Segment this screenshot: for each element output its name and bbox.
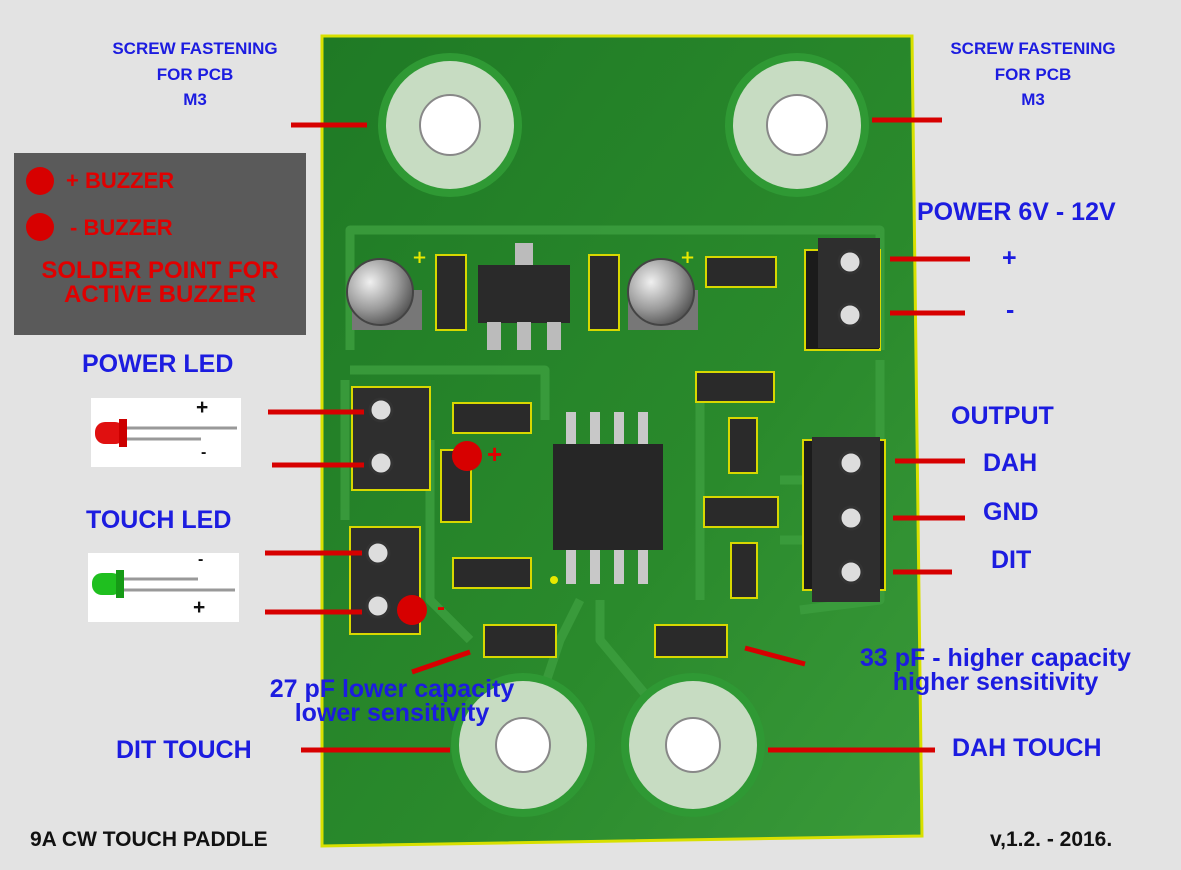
ic-chip — [550, 412, 663, 584]
output-title: OUTPUT — [951, 402, 1054, 430]
cap-right-note: 33 pF - higher capacity higher sensitivi… — [860, 644, 1131, 696]
buzzer-plus-point — [452, 441, 482, 471]
power-minus-label: - — [1006, 296, 1015, 324]
smd-component — [452, 256, 779, 658]
screw-label-left: SCREW FASTENING FOR PCB M3 — [112, 39, 278, 109]
buzzer-note: SOLDER POINT FOR ACTIVE BUZZER — [41, 257, 279, 308]
output-header — [802, 437, 886, 602]
screw-label-right: SCREW FASTENING FOR PCB M3 — [950, 39, 1116, 109]
dah-touch-label: DAH TOUCH — [952, 734, 1102, 762]
mounting-hole — [725, 53, 869, 197]
touch-pad-dit — [451, 673, 595, 817]
buzzer-minus-point — [397, 595, 427, 625]
smd-component — [435, 254, 758, 599]
touch-led-label: TOUCH LED — [86, 506, 232, 534]
buzzer-plus-dot — [26, 167, 54, 195]
power-led-minus: - — [201, 444, 207, 461]
output-pin-dit: DIT — [991, 546, 1032, 574]
buzzer-minus-dot — [26, 213, 54, 241]
mounting-hole — [378, 53, 522, 197]
touch-led-card: - + — [88, 551, 239, 622]
touch-pad-dah — [621, 673, 765, 817]
svg-text:+: + — [680, 247, 695, 268]
electrolytic-capacitor: + — [346, 247, 427, 330]
cap-left-note: 27 pF lower capacity lower sensitivity — [269, 675, 515, 727]
green-led-icon — [92, 570, 235, 598]
output-pin-dah: DAH — [983, 449, 1038, 477]
buzzer-minus-label: - BUZZER — [70, 215, 173, 240]
board-plus-marker: + — [487, 439, 503, 469]
buzzer-legend: + BUZZER - BUZZER SOLDER POINT FOR ACTIV… — [14, 153, 306, 335]
touch-led-plus: + — [193, 596, 206, 619]
power-led-plus: + — [196, 396, 209, 419]
output-pin-gnd: GND — [983, 498, 1039, 526]
electrolytic-capacitor: + — [627, 247, 698, 330]
power-led-label: POWER LED — [82, 350, 234, 378]
power-header — [804, 238, 881, 351]
power-plus-label: + — [1002, 244, 1017, 272]
svg-text:+: + — [412, 247, 427, 268]
voltage-regulator — [478, 243, 570, 350]
buzzer-plus-label: + BUZZER — [66, 168, 175, 193]
dit-touch-label: DIT TOUCH — [116, 736, 252, 764]
version-label: v,1.2. - 2016. — [990, 828, 1113, 851]
power-title: POWER 6V - 12V — [917, 198, 1116, 226]
power-led-card: + - — [91, 396, 241, 467]
touch-led-minus: - — [198, 551, 204, 568]
board-minus-marker: - — [437, 594, 445, 621]
leader-lines — [265, 117, 970, 753]
product-name: 9A CW TOUCH PADDLE — [30, 828, 268, 851]
red-led-icon — [95, 419, 237, 447]
power-led-header — [351, 386, 431, 491]
